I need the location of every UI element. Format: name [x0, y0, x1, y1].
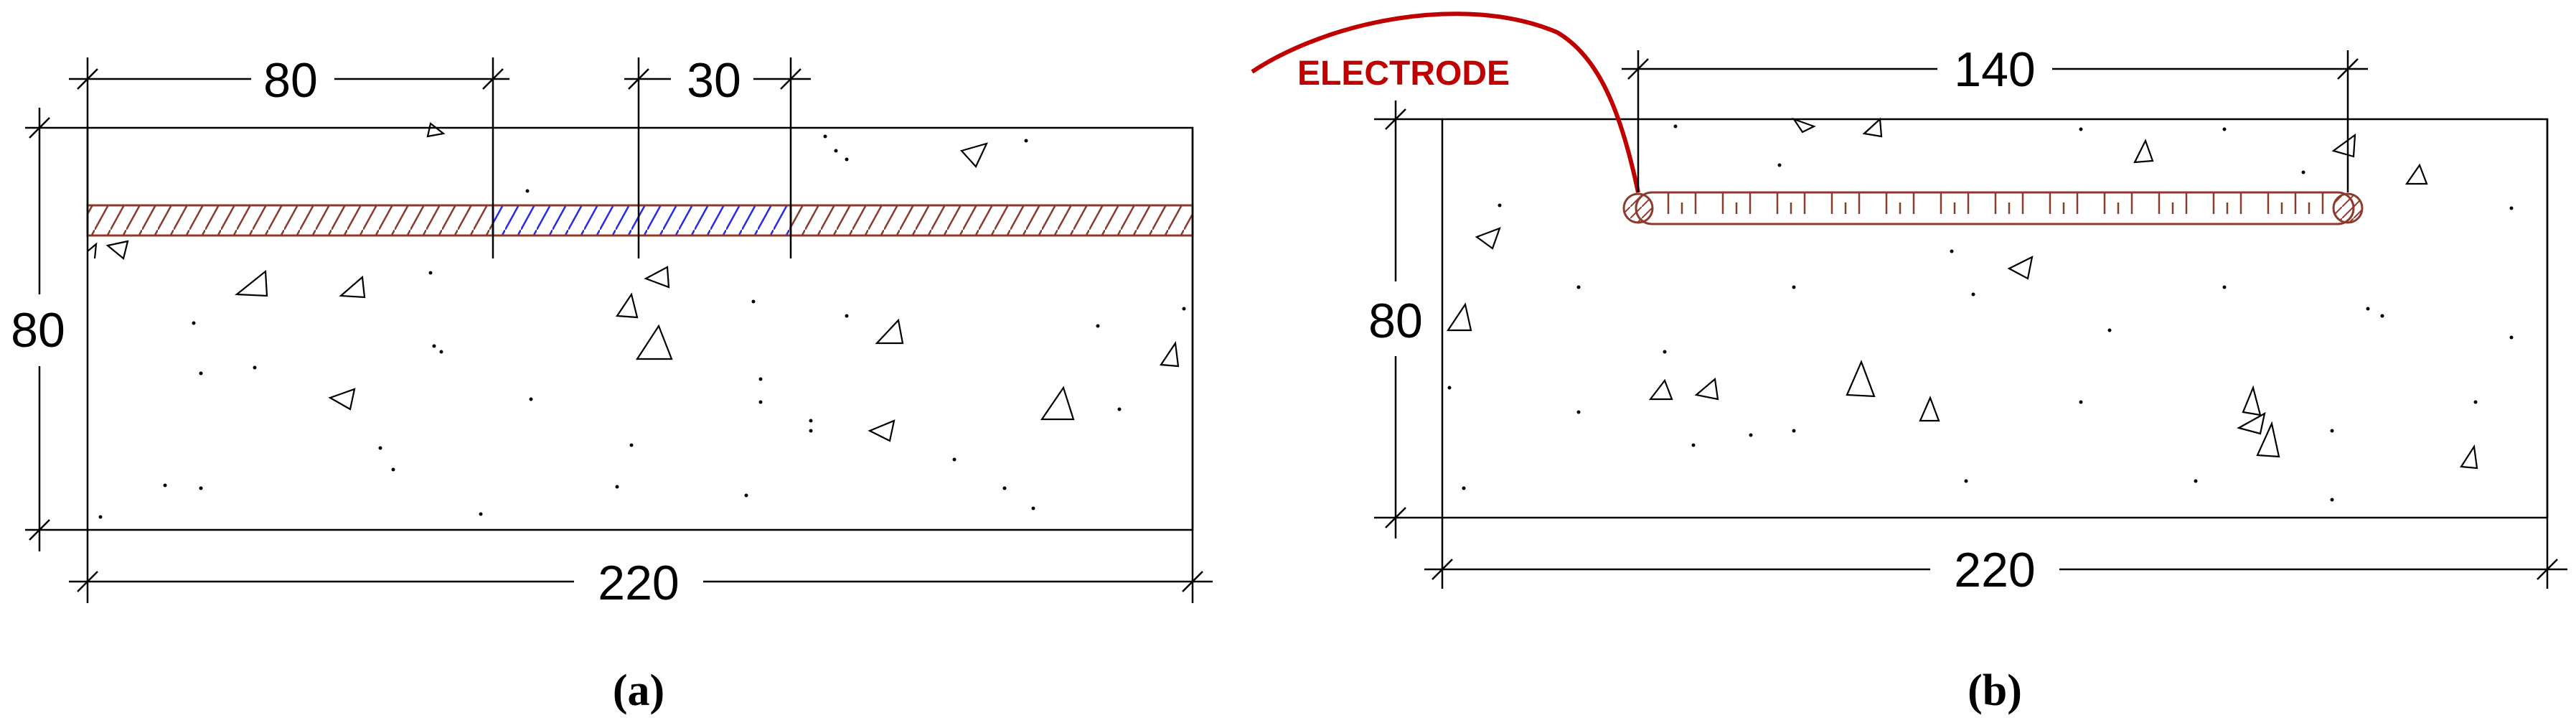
dim-label-220-bottom-b: 220 [1954, 543, 2035, 597]
dim-label-220-bottom-a: 220 [598, 556, 679, 610]
sand-dots-a [98, 134, 1186, 519]
panel-b: ELECTRODE [1251, 11, 2567, 715]
dim-label-80-left: 80 [11, 303, 65, 358]
dimension-bottom-b [1424, 559, 2567, 580]
extension-lines-a [25, 57, 1194, 603]
dimension-left-a [29, 108, 50, 551]
embedded-strip-a [86, 204, 1194, 237]
dim-label-30-top: 30 [687, 53, 741, 108]
panel-a: 80 30 80 220 (a) [11, 53, 1213, 715]
aggregate-texture-a [87, 122, 1180, 442]
dim-label-140-top: 140 [1954, 42, 2035, 97]
dim-label-80-top: 80 [263, 53, 318, 108]
dim-label-80-left-b: 80 [1368, 294, 1423, 348]
dimension-top-a [69, 68, 811, 90]
dimension-bottom-a [69, 571, 1213, 592]
dimension-top-b [1622, 58, 2368, 80]
electrode-wire [1251, 11, 1640, 193]
sand-dots-b [1447, 124, 2514, 502]
electrode-rod [1622, 191, 2364, 225]
extension-lines-b [1374, 50, 2549, 589]
electrode-label: ELECTRODE [1297, 55, 1510, 93]
specimen-a-outline [86, 126, 1194, 531]
aggregate-texture-b [1446, 117, 2478, 470]
specimen-b-outline [1441, 118, 2549, 519]
caption-a: (a) [613, 666, 664, 715]
dimension-left-b [1385, 101, 1406, 538]
caption-b: (b) [1968, 666, 2022, 715]
